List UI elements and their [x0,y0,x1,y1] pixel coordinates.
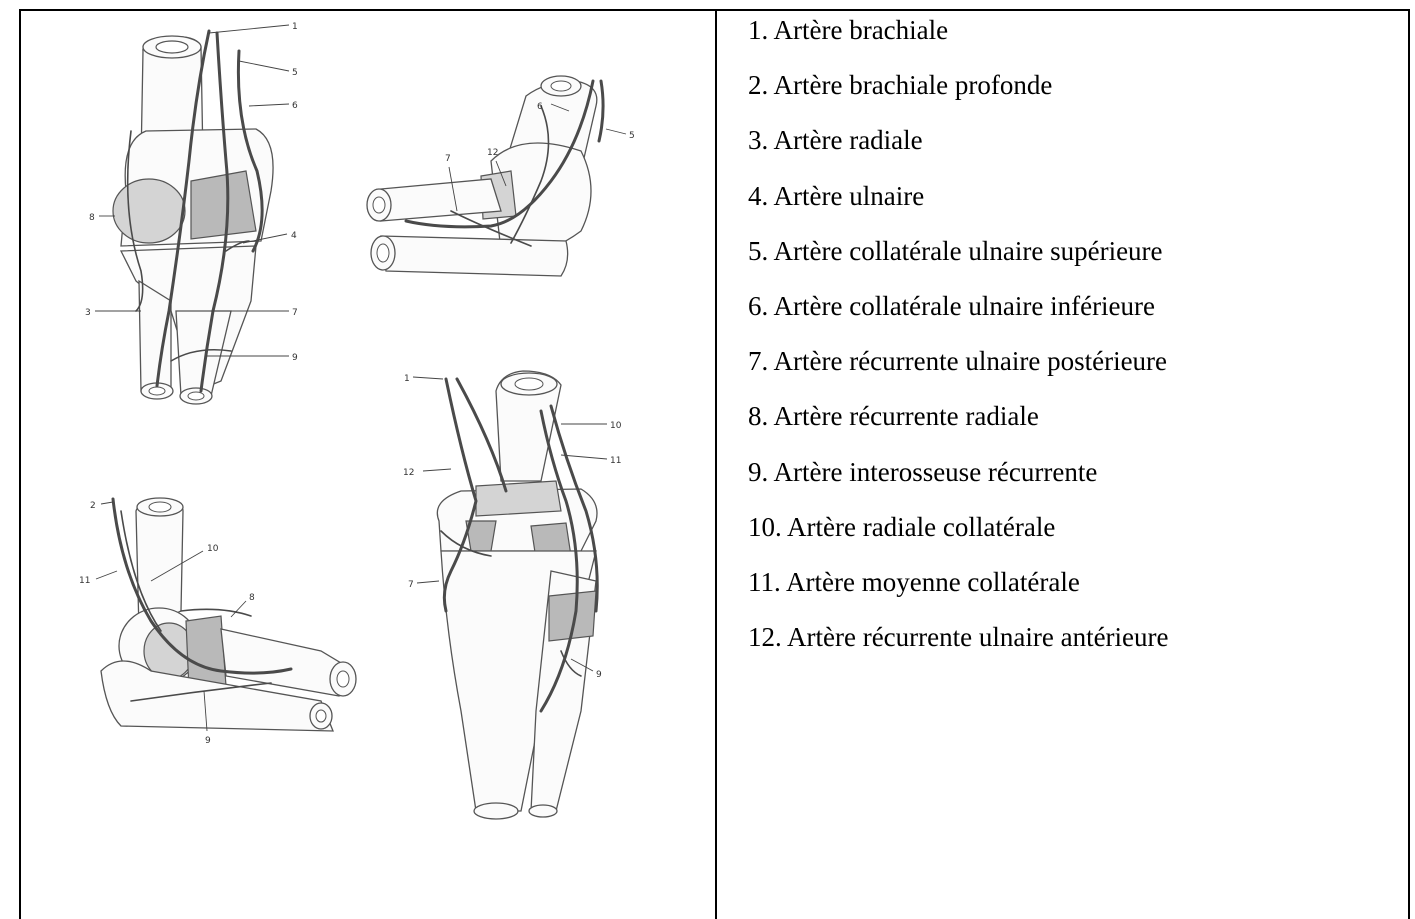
legend-item-5: 5. Artère collatérale ulnaire supérieure [748,224,1398,279]
legend-item-6: 6. Artère collatérale ulnaire inférieure [748,279,1398,334]
legend-item-8: 8. Artère récurrente radiale [748,389,1398,444]
legend-item-9: 9. Artère interosseuse récurrente [748,445,1398,500]
legend-item-7: 7. Artère récurrente ulnaire postérieure [748,334,1398,389]
lateral-label: 2 [90,501,96,511]
legend-item-11: 11. Artère moyenne collatérale [748,555,1398,610]
anatomy-figure-cell: 1 5 6 8 4 3 7 9 [21,11,715,919]
anterior-label: 1 [292,22,298,32]
anterior-label: 8 [89,213,95,223]
medial-label: 6 [537,102,543,112]
legend-cell: 1. Artère brachiale 2. Artère brachiale … [748,11,1398,665]
anterior-label: 5 [292,68,298,78]
posterior-label: 1 [404,374,410,384]
posterior-label: 9 [596,670,602,680]
medial-label: 7 [445,154,451,164]
posterior-view: 1 10 11 12 7 9 [403,371,622,819]
anterior-label: 4 [291,231,297,241]
posterior-label: 12 [403,468,414,478]
anterior-label: 9 [292,353,298,363]
lateral-label: 9 [205,736,211,746]
legend-item-1: 1. Artère brachiale [748,3,1398,58]
legend-item-10: 10. Artère radiale collatérale [748,500,1398,555]
medial-view: 6 5 7 12 [367,76,635,276]
column-divider [715,11,717,919]
lateral-label: 10 [207,544,219,554]
artery-legend-list: 1. Artère brachiale 2. Artère brachiale … [748,3,1398,665]
anterior-label: 7 [292,308,298,318]
posterior-label: 11 [610,456,621,466]
medial-label: 5 [629,131,635,141]
lateral-label: 11 [79,576,90,586]
medial-label: 12 [487,148,498,158]
lateral-view: 2 10 11 8 9 [79,498,356,746]
anterior-label: 3 [85,308,91,318]
elbow-arteries-illustration: 1 5 6 8 4 3 7 9 [21,11,715,919]
anterior-view: 1 5 6 8 4 3 7 9 [85,22,298,404]
content-table: 1 5 6 8 4 3 7 9 [19,9,1410,919]
posterior-label: 10 [610,421,622,431]
lateral-label: 8 [249,593,255,603]
legend-item-4: 4. Artère ulnaire [748,169,1398,224]
anterior-label: 6 [292,101,298,111]
legend-item-12: 12. Artère récurrente ulnaire antérieure [748,610,1398,665]
legend-item-2: 2. Artère brachiale profonde [748,58,1398,113]
legend-item-3: 3. Artère radiale [748,113,1398,168]
posterior-label: 7 [408,580,414,590]
